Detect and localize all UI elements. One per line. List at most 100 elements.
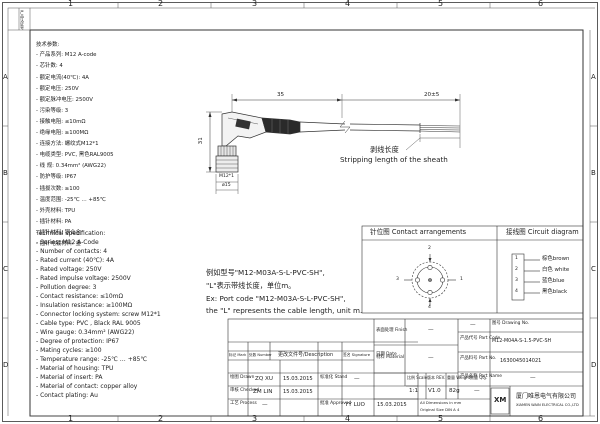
diameter-label: ø15 — [222, 183, 231, 188]
pin-number-2: 2 — [428, 246, 431, 251]
dimensions-note-1: All Dimensions in mm — [420, 400, 462, 405]
row-letter-right-d: D — [591, 361, 597, 369]
column-number-top-2: 2 — [158, 0, 164, 8]
note-line-2: "L"表示带线长度，单位m。 — [206, 281, 296, 290]
column-number-bottom-4: 4 — [345, 414, 351, 423]
pin-number-3: 3 — [396, 277, 399, 282]
spec-item: - 额定脉冲电压: 2500V — [36, 96, 93, 103]
spec-item: - 电缆类型: PVC, 黑色RAL9005 — [36, 152, 114, 159]
rev-header-signature: 签名 Signature — [343, 352, 371, 357]
material-label: 材料 Material — [376, 355, 405, 360]
column-number-bottom-6: 6 — [538, 414, 544, 423]
column-number-top-1: 1 — [68, 0, 74, 8]
row-letter-left-c: C — [3, 265, 8, 273]
pin-number-4: 4 — [428, 305, 431, 310]
spec-item: - Degree of protection: IP67 — [36, 337, 120, 345]
note-line-3: Ex: Port code "M12-M03A-S-L-PVC-SH", — [206, 294, 346, 303]
note-line-4: the "L" represents the cable length, uni… — [206, 306, 363, 315]
spec-item: - 防护等级: IP67 — [36, 174, 77, 181]
column-number-bottom-3: 3 — [252, 414, 258, 423]
spec-item: - 插针电镀材料: 金 — [36, 240, 81, 247]
spec-item: - 污染等级: 3 — [36, 107, 69, 114]
drawn-date: 15.03.2015 — [283, 376, 313, 382]
drawn-label: 绘图 Drawn — [230, 375, 255, 380]
drawn-name: ZQ XU — [255, 376, 273, 382]
title-block — [227, 318, 584, 417]
process-label: 工艺 Process — [230, 401, 257, 406]
circuit-wire-1-num: 1 — [515, 256, 518, 261]
spec-item: - 插拔次数: ≥100 — [36, 185, 80, 192]
spec-item: - Material of contact: copper alloy — [36, 382, 138, 390]
strip-length-cn: 剥线长度 — [370, 145, 399, 154]
approved-label: 批准 Approved — [320, 401, 352, 406]
rev-header-number: 处数 Number — [249, 353, 272, 357]
circuit-wire-3-label: 蓝色blue — [542, 278, 565, 284]
rev-header-date: 日期 Date — [376, 352, 397, 357]
rev-header-description: 更改文件号/Description — [278, 352, 334, 358]
spec-item: - 外壳材料: TPU — [36, 207, 76, 214]
rev-value: V1.0 — [428, 388, 441, 394]
column-number-bottom-2: 2 — [158, 414, 164, 423]
row-letter-right-c: C — [591, 265, 596, 273]
dimension-length-35: 35 — [277, 92, 285, 98]
checked-label: 审核 Checked — [230, 388, 260, 393]
circuit-wire-4-num: 4 — [515, 289, 518, 294]
spec-item: - 绝缘电阻: ≥100MΩ — [36, 130, 89, 137]
weight-value: 82g — [449, 388, 460, 394]
approved-date: 15.03.2015 — [377, 402, 407, 408]
column-number-top-3: 3 — [252, 0, 258, 8]
spec-list-en: Technical specification: - Series: M12 A… — [36, 230, 226, 401]
spec-item: - 接触电阻: ≤10mΩ — [36, 118, 86, 125]
circuit-diagram — [511, 253, 540, 301]
rev-header-mark: 标记 Mark — [229, 353, 247, 357]
dimensions-note-2: Original Size DIN A 4 — [420, 407, 460, 412]
cable-length-note: 例如型号"M12-M03A-S-L-PVC-SH", "L"表示带线长度，单位m… — [206, 268, 362, 315]
standard-value: — — [354, 376, 360, 382]
spec-en-heading: Technical specification: — [36, 230, 106, 237]
strip-length-en: Stripping length of the sheath — [340, 155, 448, 164]
circuit-diagram-title: 接线图 Circuit diagram — [506, 228, 579, 236]
spec-item: - Wire gauge: 0.34mm² (AWG22) — [36, 328, 135, 336]
dimension-strip-length: 20±5 — [424, 92, 440, 98]
circuit-wire-1-label: 棕色brown — [542, 256, 570, 262]
row-letter-left-d: D — [3, 361, 9, 369]
part-no-value: 1630045014021 — [500, 358, 542, 364]
spec-item: - Connector locking system: screw M12*1 — [36, 310, 161, 318]
thread-label: M12*1 — [219, 174, 235, 179]
spec-item: - Rated voltage: 250V — [36, 265, 102, 273]
spec-item: - Number of contacts: 4 — [36, 247, 108, 255]
circuit-wire-2-label: 白色 white — [542, 267, 570, 273]
scale-label: 比例 Scale — [407, 375, 428, 380]
part-code-value: M12-M04A-S-1.5-PVC-SH — [492, 339, 552, 344]
cable-drawing — [206, 94, 461, 194]
company-name-en: XIAMEN WAIN ELECTRICAL CO.,LTD — [516, 403, 579, 407]
spec-item: - Material of housing: TPU — [36, 364, 114, 372]
spec-item: - Pollution degree: 3 — [36, 283, 97, 291]
note-line-1: 例如型号"M12-M03A-S-L-PVC-SH", — [206, 268, 325, 277]
column-number-bottom-1: 1 — [68, 414, 74, 423]
finish-label: 表面处理 Finish — [376, 328, 408, 333]
circuit-wire-3-num: 3 — [515, 278, 518, 283]
rev-label: 版本 REV. — [427, 375, 446, 380]
spec-item: - Rated impulse voltage: 2500V — [36, 274, 131, 282]
approved-name: YY LUO — [345, 402, 365, 408]
row-letter-right-a: A — [591, 73, 596, 81]
pin-arrangement-drawing — [404, 254, 456, 306]
dimension-height-31: 31 — [197, 137, 204, 145]
finish-value: — — [428, 327, 434, 333]
spec-cn-heading: 技术参数: — [36, 42, 60, 48]
checked-date: 15.03.2015 — [283, 389, 313, 395]
spec-item: - 插针材料: 铜合金 — [36, 229, 81, 236]
spec-item: - Series: M12 A-Code — [36, 238, 99, 246]
side-stamp: 产品认证号 — [20, 10, 25, 30]
spec-item: - Cable type: PVC , Black RAL 9005 — [36, 319, 141, 327]
column-number-top-4: 4 — [345, 0, 351, 8]
spec-item: - Contact plating: Au — [36, 391, 98, 399]
column-number-top-5: 5 — [438, 0, 444, 8]
company-logo: XM — [494, 396, 507, 404]
row-letter-left-b: B — [3, 169, 8, 177]
column-number-bottom-5: 5 — [438, 414, 444, 423]
spec-item: - 插针材料: PA — [36, 218, 72, 225]
part-no-label: 产品料号 Part No. — [460, 356, 497, 361]
